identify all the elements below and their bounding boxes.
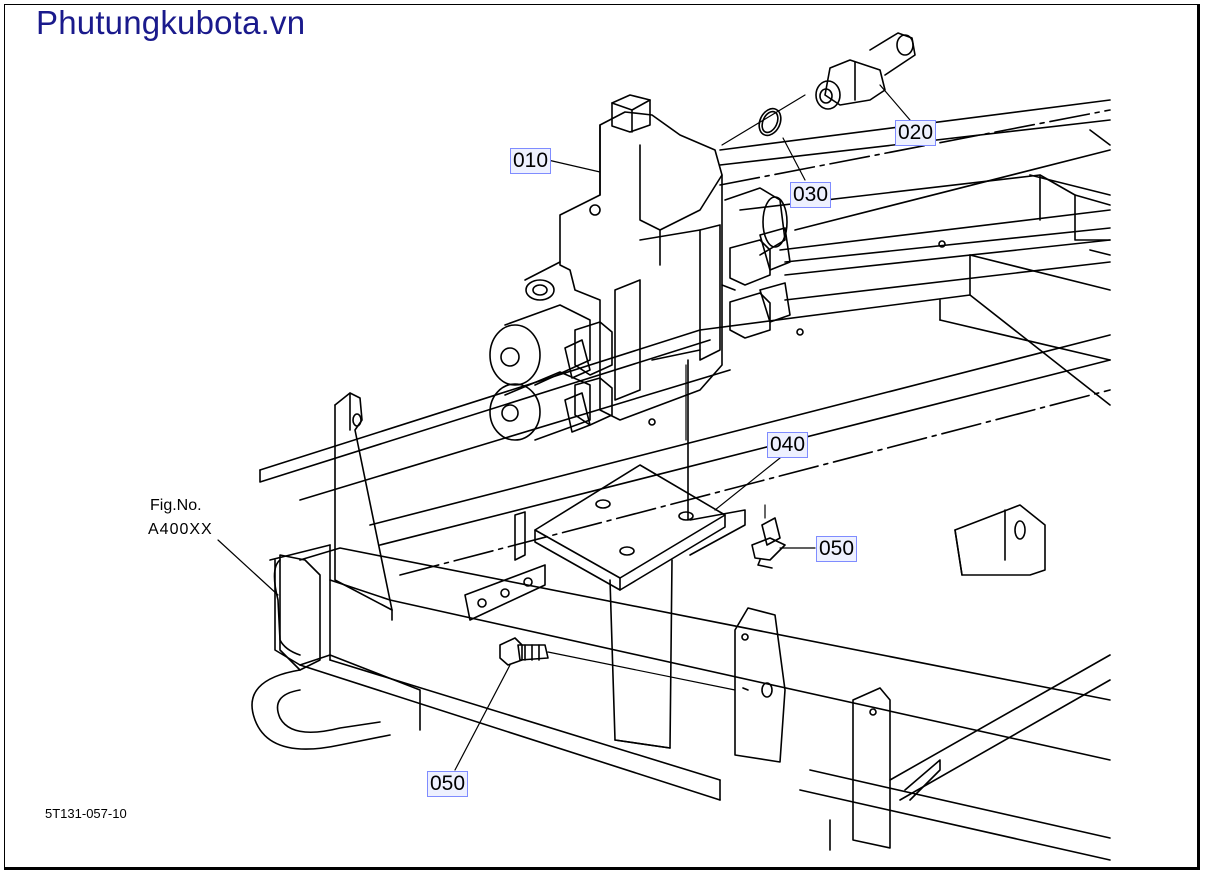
callout-040[interactable]: 040 xyxy=(767,432,809,458)
rear-frame-rails xyxy=(699,99,1111,406)
o-ring xyxy=(758,107,782,137)
drawing-code: 5T131-057-10 xyxy=(45,806,127,821)
front-frame xyxy=(251,544,1111,861)
callout-010[interactable]: 010 xyxy=(510,148,552,174)
mounting-plate xyxy=(534,359,746,749)
site-watermark: Phutungkubota.vn xyxy=(36,4,306,41)
solenoid-coils xyxy=(489,187,791,441)
bolt-upper xyxy=(751,517,786,569)
loose-l-bracket xyxy=(954,504,1046,576)
callout-030[interactable]: 030 xyxy=(790,182,832,208)
callout-020[interactable]: 020 xyxy=(895,120,937,146)
callout-050-upper[interactable]: 050 xyxy=(816,536,858,562)
left-vertical-bracket xyxy=(334,392,393,621)
leader-lines xyxy=(217,84,911,771)
center-frame-rail xyxy=(259,109,1111,576)
hose-fitting xyxy=(815,32,916,110)
rail-bracket-with-holes xyxy=(464,511,546,621)
figure-reference-label: Fig.No. xyxy=(150,497,202,514)
bolt-lower xyxy=(499,637,549,666)
callout-050-lower[interactable]: 050 xyxy=(427,771,469,797)
control-valve-assembly xyxy=(524,94,723,421)
right-tab-bracket xyxy=(734,607,891,849)
figure-reference-number: A400XX xyxy=(148,521,213,538)
drawing-frame xyxy=(4,4,1200,870)
